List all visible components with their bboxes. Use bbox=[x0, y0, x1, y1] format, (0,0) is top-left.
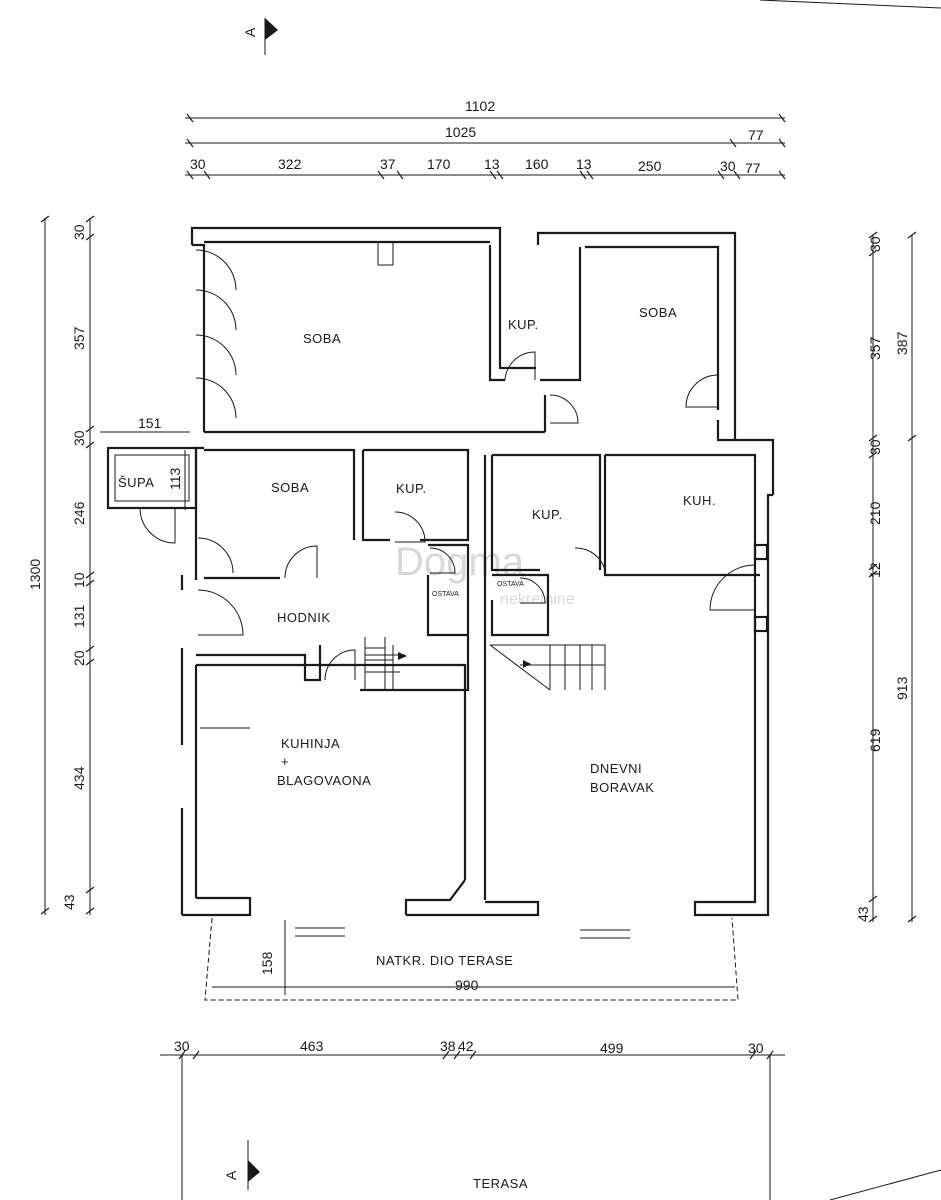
dim-supa-height: 113 bbox=[167, 467, 183, 490]
doors bbox=[139, 249, 756, 729]
dim-top-seg: 250 bbox=[638, 158, 662, 174]
dim-right-inner: 12 bbox=[867, 562, 883, 578]
dim-top-seg: 322 bbox=[278, 156, 302, 172]
room-label-kup-2: KUP. bbox=[396, 481, 427, 496]
stairs-left bbox=[364, 637, 407, 690]
dim-bottom-seg: 42 bbox=[458, 1038, 474, 1054]
covered-terrace: 158 990 bbox=[204, 917, 739, 1001]
dim-left-seg: 30 bbox=[71, 224, 87, 240]
supa-dimensions: 151 113 bbox=[100, 415, 190, 510]
dim-top-seg: 13 bbox=[484, 156, 500, 172]
room-label-kup-1: KUP. bbox=[508, 317, 539, 332]
dim-right-inner: 210 bbox=[867, 501, 883, 525]
section-marker-bottom: A bbox=[223, 1140, 260, 1190]
supa-annex bbox=[106, 446, 198, 510]
room-label-blagovaona: BLAGOVAONA bbox=[277, 773, 371, 788]
section-marker-top: A bbox=[242, 18, 278, 55]
dim-left-seg: 20 bbox=[71, 650, 87, 666]
dim-top-seg: 77 bbox=[745, 160, 761, 176]
dim-left-seg: 357 bbox=[71, 326, 87, 350]
top-dimensions: 1102 1025 77 30 322 37 170 13 160 13 250… bbox=[185, 98, 786, 180]
dim-left-total: 1300 bbox=[27, 559, 43, 590]
dim-right-inner: 30 bbox=[867, 236, 883, 252]
dim-left-seg: 10 bbox=[71, 572, 87, 588]
watermark-sub: nekretnine bbox=[500, 591, 575, 608]
dim-top-main-right: 77 bbox=[748, 127, 764, 143]
room-label-terasa: TERASA bbox=[473, 1176, 528, 1191]
dim-left-seg: 131 bbox=[71, 604, 87, 628]
dim-top-seg: 30 bbox=[720, 158, 736, 174]
dim-right-outer: 387 bbox=[894, 331, 910, 355]
dim-terrace-depth: 158 bbox=[259, 951, 275, 975]
bottom-dimensions: 30 463 38 42 499 30 bbox=[160, 1038, 785, 1200]
room-label-hodnik: HODNIK bbox=[277, 610, 331, 625]
watermark-name: Dogma bbox=[395, 540, 525, 584]
dim-right-inner: 357 bbox=[867, 336, 883, 360]
room-label-soba-1: SOBA bbox=[303, 331, 341, 346]
sliding-door-arrow-right bbox=[580, 929, 630, 939]
right-dimensions: 387 913 30 357 30 210 12 619 43 bbox=[855, 231, 917, 923]
room-label-ostava-1: OSTAVA bbox=[432, 591, 459, 598]
room-label-supa: ŠUPA bbox=[118, 475, 154, 490]
dim-left-seg: 246 bbox=[71, 501, 87, 525]
room-label-kup-3: KUP. bbox=[532, 507, 563, 522]
section-label-bottom: A bbox=[223, 1170, 239, 1180]
room-label-ostava-2: OSTAVA bbox=[497, 581, 524, 588]
dim-left-seg: 434 bbox=[71, 766, 87, 790]
dim-top-seg: 30 bbox=[190, 156, 206, 172]
watermark: Dogma nekretnine bbox=[395, 540, 575, 608]
dim-terrace-width: 990 bbox=[455, 977, 479, 993]
dim-supa-width: 151 bbox=[138, 415, 162, 431]
room-label-kuhinja: KUHINJA bbox=[281, 736, 340, 751]
dim-left-seg: 43 bbox=[61, 894, 77, 910]
dim-top-seg: 37 bbox=[380, 156, 396, 172]
dim-right-inner: 619 bbox=[867, 728, 883, 752]
dim-right-inner: 30 bbox=[867, 439, 883, 455]
dim-bottom-seg: 30 bbox=[748, 1040, 764, 1056]
room-label-soba-3: SOBA bbox=[271, 480, 309, 495]
dim-top-main: 1025 bbox=[445, 124, 476, 140]
stairs-right bbox=[489, 644, 606, 691]
dim-bottom-seg: 499 bbox=[600, 1040, 624, 1056]
interior-walls bbox=[196, 242, 769, 900]
dim-top-seg: 160 bbox=[525, 156, 549, 172]
dim-top-total: 1102 bbox=[465, 98, 495, 114]
room-label-natkr-terasa: NATKR. DIO TERASE bbox=[376, 953, 513, 968]
dim-left-seg: 30 bbox=[71, 430, 87, 446]
dim-top-seg: 170 bbox=[427, 156, 451, 172]
left-dimensions: 1300 30 357 30 246 10 131 20 434 43 bbox=[27, 215, 95, 915]
dim-top-seg: 13 bbox=[576, 156, 592, 172]
room-label-soba-2: SOBA bbox=[639, 305, 677, 320]
dim-bottom-seg: 30 bbox=[174, 1038, 190, 1054]
room-labels: SOBA KUP. SOBA ŠUPA SOBA KUP. KUP. KUH. … bbox=[118, 305, 716, 1191]
room-label-kuh: KUH. bbox=[683, 493, 716, 508]
dim-bottom-seg: 38 bbox=[440, 1038, 456, 1054]
dim-right-outer: 913 bbox=[894, 676, 910, 700]
sliding-door-arrow-left bbox=[295, 927, 345, 937]
room-label-dnevni: DNEVNI bbox=[590, 761, 642, 776]
room-label-kuhinja-plus: + bbox=[281, 754, 289, 769]
dim-right-inner: 43 bbox=[855, 906, 871, 922]
dim-bottom-seg: 463 bbox=[300, 1038, 324, 1054]
section-label-top: A bbox=[242, 27, 258, 37]
room-label-boravak: BORAVAK bbox=[590, 780, 654, 795]
